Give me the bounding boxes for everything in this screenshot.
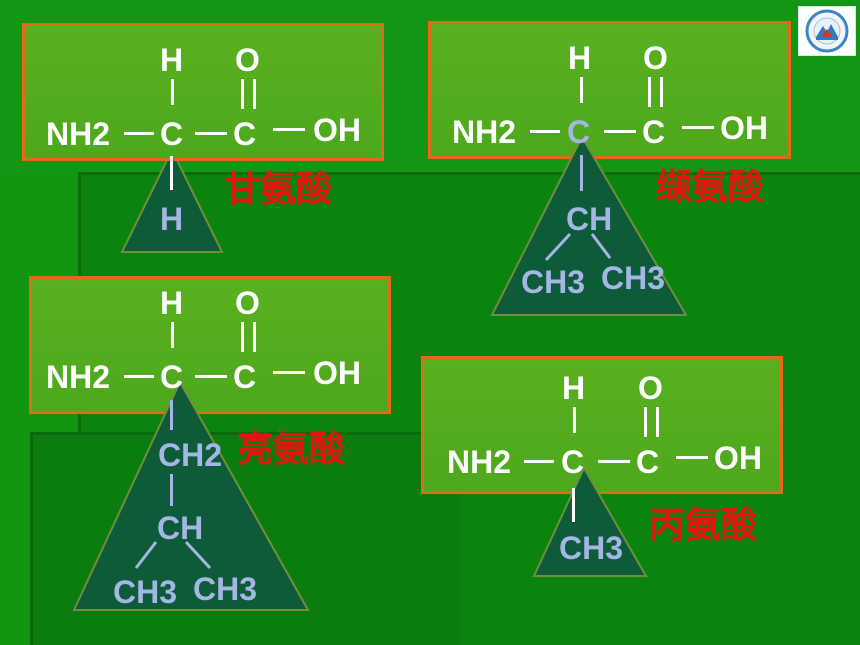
leucine-r-triangle [72,380,310,611]
bond [124,132,154,135]
hydroxyl-label: OH [714,440,762,476]
bond [580,77,583,103]
valine-name: 缬氨酸 [656,167,765,208]
amino-group-label: NH2 [46,116,111,152]
carbonyl-carbon-label: C [233,116,257,152]
methyl-label: CH3 [113,574,178,610]
r-bond [572,488,575,522]
double-bond [644,407,647,437]
amino-group-label: NH2 [452,114,517,150]
valine-r-triangle [490,135,688,316]
bond [273,128,305,131]
branch-bonds [134,540,212,570]
carbonyl-carbon-label: C [636,444,660,480]
alpha-carbon-label: C [561,444,585,480]
alpha-h-label: H [568,40,592,76]
amino-group-label: NH2 [46,359,111,395]
leucine-name: 亮氨酸 [237,429,346,470]
bond [273,371,305,374]
double-bond [656,407,659,437]
r-bond [170,156,173,190]
bond [598,460,630,463]
methyl-label: CH3 [559,530,624,566]
alpha-h-label: H [160,42,184,78]
methyl-label: CH3 [601,260,666,296]
carbonyl-carbon-label: C [642,114,666,150]
r-bond [580,155,583,191]
branch-bonds [544,232,612,262]
valine-backbone-box [428,21,791,159]
methyl-label: CH3 [521,264,586,300]
bond [124,375,154,378]
carbonyl-o-label: O [235,42,260,78]
alpha-h-label: H [160,285,184,321]
amino-group-label: NH2 [447,444,512,480]
r-bond [170,400,173,430]
bond [195,132,227,135]
hydroxyl-label: OH [313,355,361,391]
carbonyl-o-label: O [643,40,668,76]
double-bond [253,322,256,352]
glycine-backbone-box [22,23,384,161]
alpha-h-label: H [562,370,586,406]
bond [676,456,708,459]
hydroxyl-label: OH [313,112,361,148]
double-bond [241,322,244,352]
double-bond [241,79,244,109]
r-bond [170,474,173,506]
alpha-carbon-label: C [160,359,184,395]
r-group-h-label: H [160,201,184,237]
alanine-name: 丙氨酸 [649,505,758,546]
glycine-name: 甘氨酸 [224,169,333,210]
alanine-r-triangle [532,466,648,577]
double-bond [648,77,651,107]
school-emblem-icon [798,6,856,56]
carbonyl-o-label: O [235,285,260,321]
bond [171,322,174,348]
bond [171,79,174,105]
carbonyl-carbon-label: C [233,359,257,395]
hydroxyl-label: OH [720,110,768,146]
leucine-backbone-box [29,276,391,414]
bond [530,130,560,133]
bond [195,375,227,378]
glycine-r-triangle [120,148,224,253]
alpha-carbon-label: C [567,114,591,150]
bond [604,130,636,133]
double-bond [253,79,256,109]
methylene-label: CH2 [158,437,223,473]
bond [682,126,714,129]
bond [524,460,554,463]
double-bond [660,77,663,107]
methyl-label: CH3 [193,571,258,607]
bond [573,407,576,433]
alpha-carbon-label: C [160,116,184,152]
alanine-backbone-box [421,356,783,494]
r-ch-label: CH [157,510,204,546]
carbonyl-o-label: O [638,370,663,406]
r-ch-label: CH [566,201,613,237]
